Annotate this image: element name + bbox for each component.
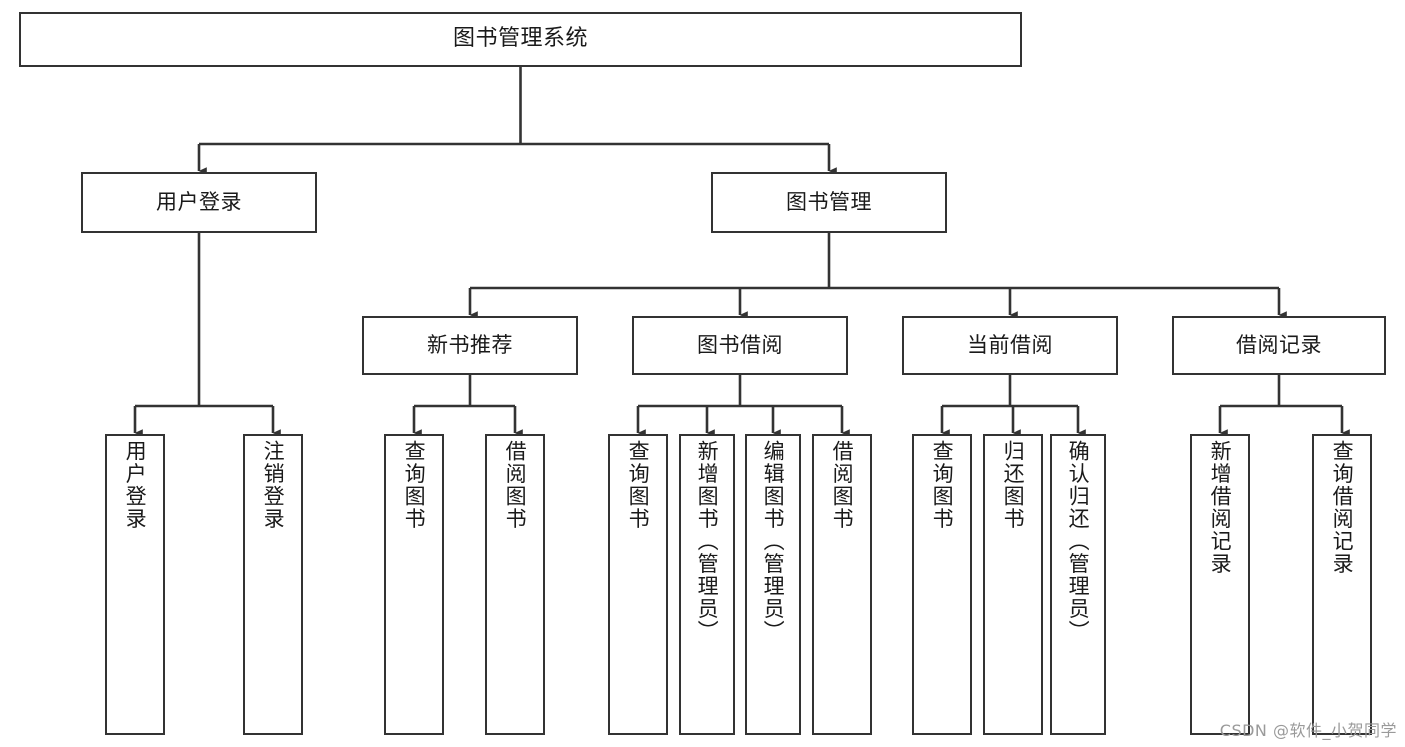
node-leaf-edit-book[interactable]: 编辑图书（管理员） [745, 434, 801, 735]
node-leaf-query-book-3[interactable]: 查询图书 [912, 434, 972, 735]
node-label: 当前借阅 [967, 332, 1053, 357]
node-label: 查询图书 [402, 440, 427, 530]
node-leaf-borrow-book-1[interactable]: 借阅图书 [485, 434, 545, 735]
node-label: 确认归还（管理员） [1066, 440, 1091, 643]
node-borrow-record[interactable]: 借阅记录 [1172, 316, 1386, 375]
node-leaf-add-book[interactable]: 新增图书（管理员） [679, 434, 735, 735]
node-label: 查询图书 [626, 440, 651, 530]
node-leaf-borrow-book-2[interactable]: 借阅图书 [812, 434, 872, 735]
node-label: 图书管理 [786, 189, 872, 214]
node-label: 借阅记录 [1236, 332, 1322, 357]
watermark-text: CSDN @软件_小贺同学 [1219, 721, 1397, 740]
node-root[interactable]: 图书管理系统 [19, 12, 1022, 67]
node-leaf-query-record[interactable]: 查询借阅记录 [1312, 434, 1372, 735]
node-label: 编辑图书（管理员） [761, 440, 786, 643]
node-label: 用户登录 [156, 189, 242, 214]
node-leaf-confirm-return[interactable]: 确认归还（管理员） [1050, 434, 1106, 735]
node-leaf-add-record[interactable]: 新增借阅记录 [1190, 434, 1250, 735]
node-label: 图书借阅 [697, 332, 783, 357]
node-label: 新增图书（管理员） [695, 440, 720, 643]
node-new-book-rec[interactable]: 新书推荐 [362, 316, 578, 375]
node-user-login[interactable]: 用户登录 [81, 172, 317, 233]
node-label: 借阅图书 [503, 440, 528, 530]
node-leaf-query-book-1[interactable]: 查询图书 [384, 434, 444, 735]
node-label: 图书管理系统 [452, 26, 588, 52]
node-label: 查询图书 [930, 440, 955, 530]
node-label: 注销登录 [261, 440, 286, 530]
node-leaf-query-book-2[interactable]: 查询图书 [608, 434, 668, 735]
node-label: 新增借阅记录 [1208, 440, 1233, 575]
node-current-borrow[interactable]: 当前借阅 [902, 316, 1118, 375]
node-book-manage[interactable]: 图书管理 [711, 172, 947, 233]
node-book-borrow[interactable]: 图书借阅 [632, 316, 848, 375]
node-label: 归还图书 [1001, 440, 1026, 530]
node-label: 新书推荐 [427, 332, 513, 357]
node-label: 查询借阅记录 [1330, 440, 1355, 575]
node-leaf-user-login[interactable]: 用户登录 [105, 434, 165, 735]
node-leaf-logout[interactable]: 注销登录 [243, 434, 303, 735]
node-label: 借阅图书 [830, 440, 855, 530]
node-leaf-return-book[interactable]: 归还图书 [983, 434, 1043, 735]
node-label: 用户登录 [123, 440, 148, 530]
